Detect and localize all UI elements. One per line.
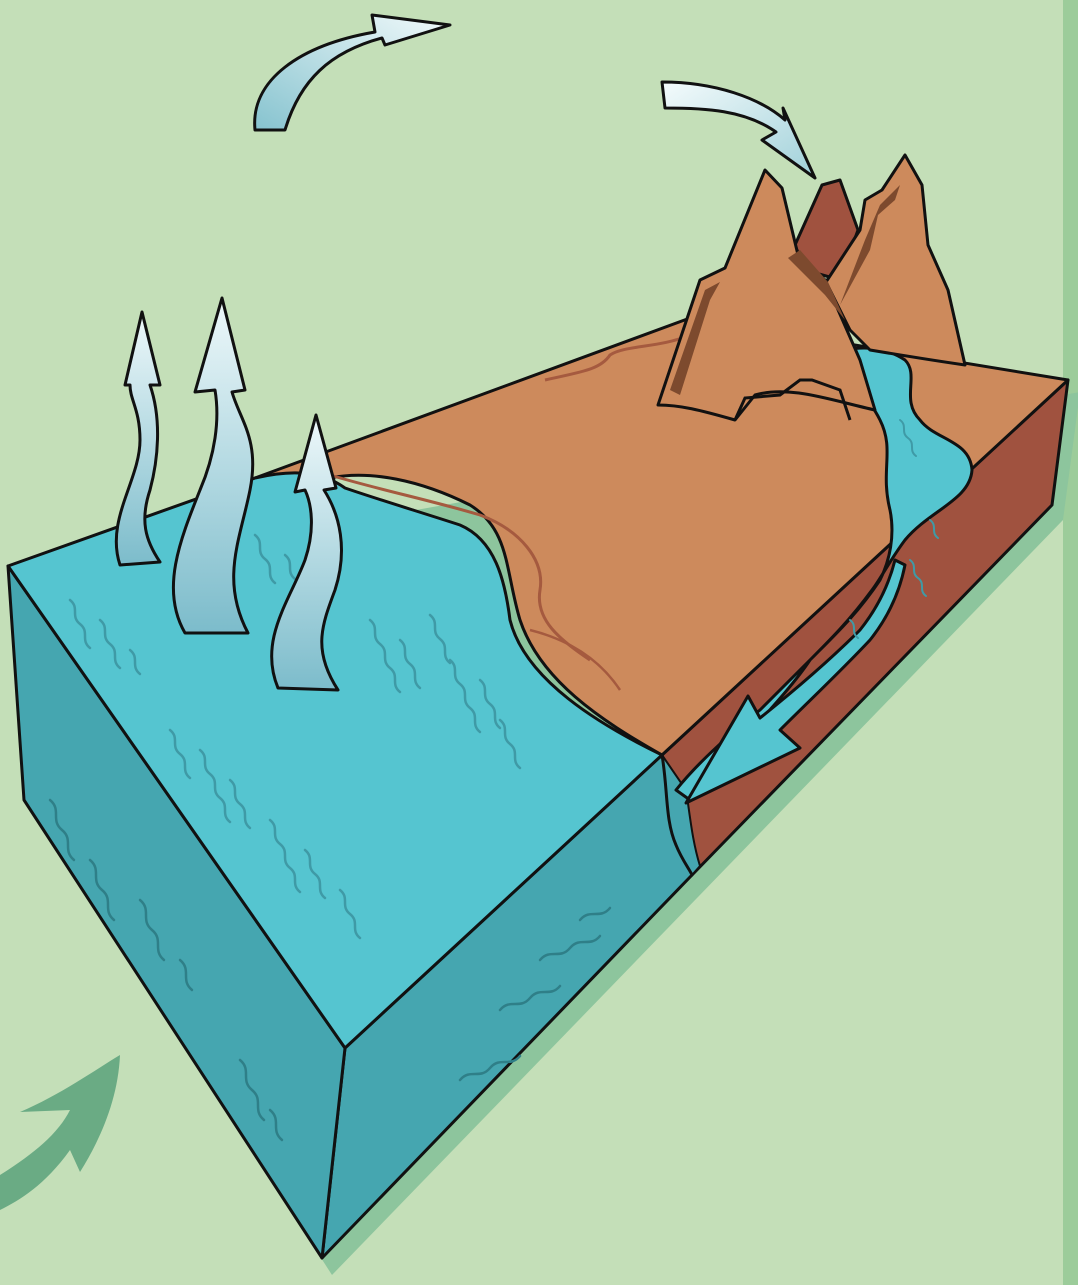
- right-edge-band: [1063, 0, 1078, 1285]
